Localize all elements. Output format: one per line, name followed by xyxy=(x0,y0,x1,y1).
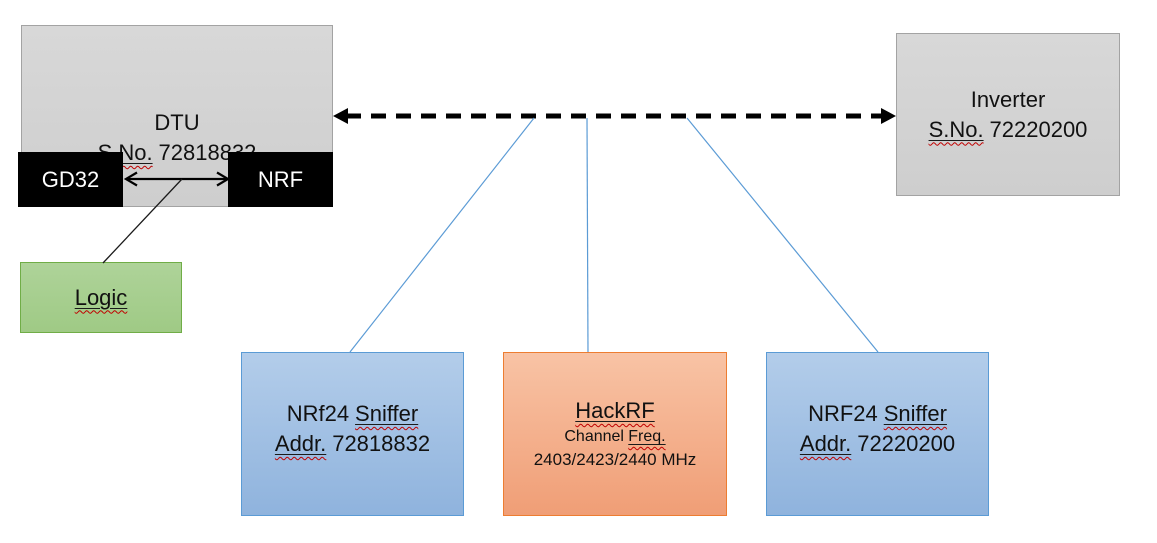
inverter-title: Inverter xyxy=(970,86,1046,112)
sniffer-left-addr: Addr.72818832 xyxy=(274,431,431,456)
nrf-box[interactable]: NRF xyxy=(228,152,333,207)
connector-sniffer-right-line xyxy=(686,117,879,353)
nrf-label: NRF xyxy=(257,166,304,192)
sniffer-right-addr: Addr.72220200 xyxy=(799,431,956,456)
inverter-box[interactable]: Inverter S.No.72220200 xyxy=(896,33,1120,196)
connector-hackrf-line xyxy=(586,117,589,353)
hackrf-frequencies: 2403/2423/2440 MHz xyxy=(533,450,697,469)
inverter-serial-label: S.No. xyxy=(928,116,984,142)
gd32-box[interactable]: GD32 xyxy=(18,152,123,207)
connector-sniffer-left-line xyxy=(349,117,535,353)
dtu-title: DTU xyxy=(154,110,200,135)
logic-label: Logic xyxy=(74,284,128,310)
logic-box[interactable]: Logic xyxy=(20,262,182,333)
gd32-label: GD32 xyxy=(41,166,100,192)
inverter-serial: S.No.72220200 xyxy=(929,115,1088,145)
hackrf-title: HackRF xyxy=(575,398,655,423)
rf-link-dashed-arrow-icon xyxy=(333,108,896,124)
inverter-serial-number: 72220200 xyxy=(989,116,1088,142)
